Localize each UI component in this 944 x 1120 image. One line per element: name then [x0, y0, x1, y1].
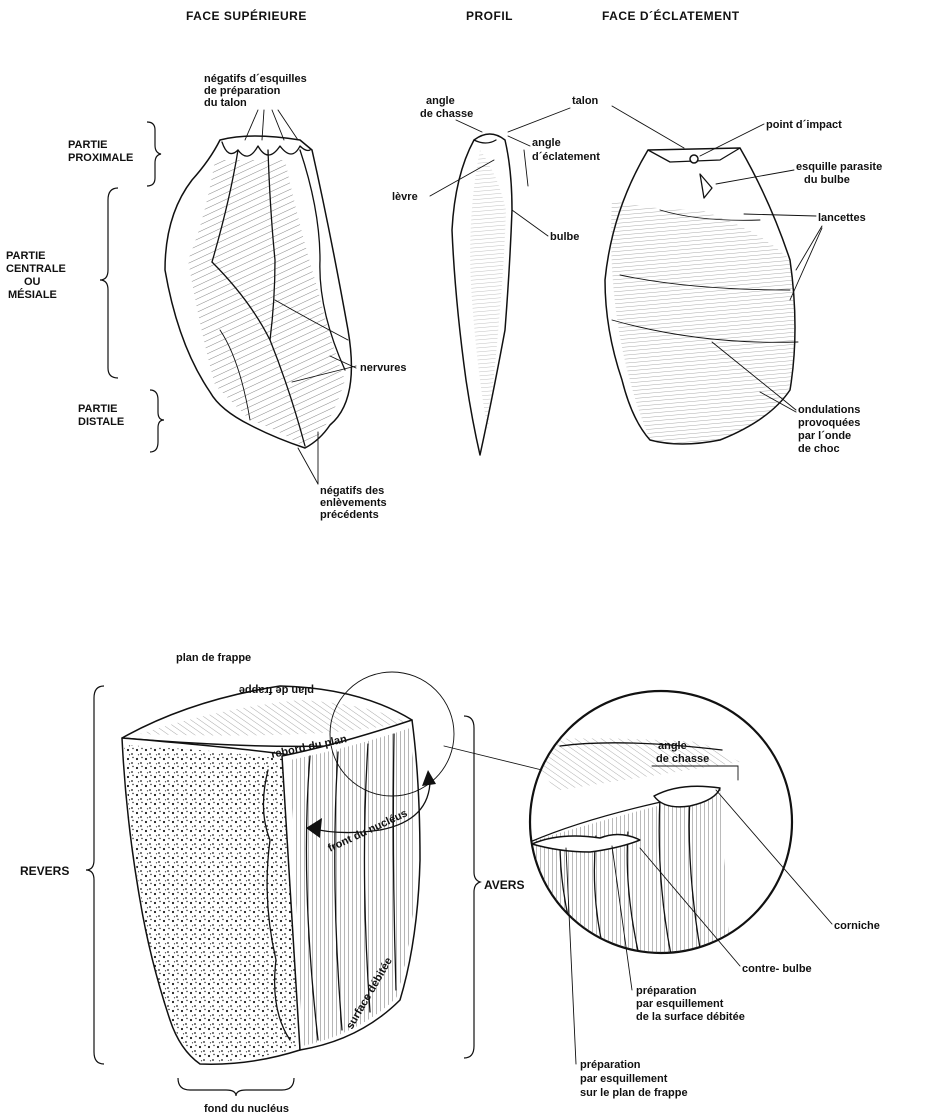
- label-revers: REVERS: [20, 864, 69, 878]
- headers: FACE SUPÉRIEURE PROFIL FACE D´ÉCLATEMENT: [186, 8, 740, 23]
- label-partie-centrale: PARTIE CENTRALE OU MÉSIALE: [6, 250, 69, 301]
- nucleus-drawing: [122, 672, 454, 1064]
- label-talon: talon: [572, 95, 599, 107]
- label-partie-distale: PARTIE DISTALE: [78, 403, 124, 428]
- dorsal-face-drawing: [165, 136, 351, 448]
- label-preparation-surface: préparation par esquillement de la surfa…: [636, 985, 745, 1023]
- label-partie-proximale: PARTIE PROXIMALE: [68, 139, 133, 164]
- header-profil: PROFIL: [466, 9, 513, 23]
- profile-drawing: [452, 134, 512, 455]
- header-face-superieure: FACE SUPÉRIEURE: [186, 8, 307, 23]
- label-negatifs-esquilles: négatifs d´esquilles de préparation du t…: [204, 73, 310, 109]
- label-plan-de-frappe-inverted: plan de frappe: [239, 684, 314, 696]
- label-contre-bulbe: contre- bulbe: [742, 963, 812, 975]
- label-plan-de-frappe: plan de frappe: [176, 652, 251, 664]
- label-ondulations: ondulations provoquées par l´onde de cho…: [798, 404, 863, 455]
- label-angle-chasse-profil: angle de chasse: [420, 95, 473, 120]
- label-point-impact: point d´impact: [766, 119, 842, 131]
- ventral-face-drawing: [605, 148, 798, 444]
- label-lancettes: lancettes: [818, 212, 866, 224]
- header-face-eclatement: FACE D´ÉCLATEMENT: [602, 8, 740, 23]
- label-fond-du-nucleus: fond du nucléus: [204, 1103, 289, 1115]
- label-esquille-parasite: esquille parasite du bulbe: [796, 161, 885, 186]
- label-bulbe: bulbe: [550, 231, 579, 243]
- label-nervures: nervures: [360, 362, 406, 374]
- label-angle-eclatement: angle d´éclatement: [532, 137, 600, 163]
- label-avers: AVERS: [484, 878, 524, 892]
- label-preparation-plan: préparation par esquillement sur le plan…: [580, 1059, 688, 1099]
- label-negatifs-enlevements: négatifs des enlèvements précédents: [320, 485, 390, 521]
- label-levre: lèvre: [392, 191, 418, 203]
- label-corniche: corniche: [834, 920, 880, 932]
